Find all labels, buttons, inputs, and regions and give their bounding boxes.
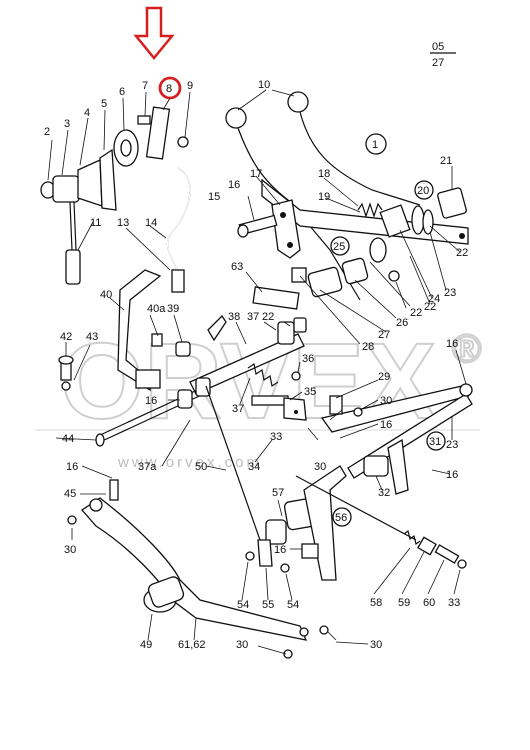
- part-label-39: 39: [167, 303, 179, 315]
- pedal-bracket: 40 40a 39 42 43: [58, 269, 191, 392]
- part-label-6: 6: [119, 86, 125, 98]
- callout-label-56: 56: [335, 512, 347, 524]
- part-label-11: 11: [90, 217, 101, 229]
- part-label-16-b: 16: [145, 395, 157, 407]
- part-label-7: 7: [142, 80, 148, 92]
- part-label-27: 27: [378, 329, 390, 341]
- part-label-30-b: 30: [314, 461, 326, 473]
- part-label-45: 45: [64, 488, 76, 500]
- part-label-29: 29: [378, 371, 390, 383]
- callout-1: [365, 133, 387, 155]
- part-label-16-f: 16: [66, 461, 78, 473]
- push-rod: 37a 50 34: [138, 385, 273, 541]
- part-label-22-a: 22: [456, 247, 468, 259]
- watermark-registered: ®: [452, 327, 481, 371]
- part-label-23-a: 23: [444, 287, 456, 299]
- part-label-50: 50: [195, 461, 207, 473]
- part-label-22-d: 22: [424, 301, 436, 313]
- part-label-58: 58: [370, 597, 382, 609]
- lower-pedal: 16 45 30 49 61,62 30 30: [64, 461, 382, 659]
- part-label-28: 28: [362, 341, 374, 353]
- part-label-21: 21: [440, 155, 452, 167]
- callout-label-20: 20: [417, 185, 429, 197]
- part-label-5: 5: [101, 98, 107, 110]
- part-label-30-c: 30: [64, 544, 76, 556]
- callout-label-25: 25: [333, 241, 345, 253]
- part-label-37a: 37a: [138, 461, 157, 473]
- part-label-57: 57: [272, 487, 284, 499]
- part-label-40: 40: [100, 289, 112, 301]
- upper-right-assembly: 20 25 16 15 17 18 19 21 22 23 24 22: [208, 155, 469, 353]
- part-label-63: 63: [231, 261, 243, 273]
- part-label-32: 32: [378, 487, 390, 499]
- part-label-13: 13: [117, 217, 129, 229]
- part-label-54-b: 54: [287, 599, 299, 611]
- page-ref-top: 05: [432, 41, 444, 53]
- part-label-19: 19: [318, 191, 330, 203]
- part-label-30-d: 30: [236, 639, 248, 651]
- part-label-10: 10: [258, 79, 270, 91]
- cross-shaft-assembly: 31 29 30 16 16 23 16 32 30 33: [270, 338, 473, 499]
- highlight-arrow-icon: [133, 6, 175, 60]
- part-label-36: 36: [302, 353, 314, 365]
- part-label-4: 4: [84, 107, 90, 119]
- part-label-40a: 40a: [147, 303, 166, 315]
- callout-31: [426, 431, 446, 451]
- callout-25: [330, 236, 350, 256]
- part-label-54-a: 54: [237, 599, 249, 611]
- page-reference: 05 27: [430, 41, 456, 69]
- part-label-16-g: 16: [274, 544, 286, 556]
- part-label-18: 18: [318, 168, 330, 180]
- part-label-16-a: 16: [228, 179, 240, 191]
- part-label-2: 2: [44, 126, 50, 138]
- shaft-44: 44 16: [55, 377, 211, 447]
- part-label-16-c: 16: [380, 419, 392, 431]
- part-label-8: 8: [166, 83, 172, 95]
- callout-label-1: 1: [372, 139, 378, 151]
- part-label-55: 55: [262, 599, 274, 611]
- cable: 13 14: [117, 167, 191, 293]
- watermark-url: www.orvex.com: [117, 454, 262, 471]
- part-label-23-b: 23: [446, 439, 458, 451]
- part-label-30-a: 30: [380, 395, 392, 407]
- part-label-16-d: 16: [446, 338, 458, 350]
- shifter-assembly: 2 3 4 5 6 7 8 9 11: [40, 80, 193, 285]
- part-label-38: 38: [228, 311, 240, 323]
- part-label-37-b: 37: [232, 403, 244, 415]
- page-ref-bottom: 27: [432, 57, 444, 69]
- callout-label-31: 31: [429, 436, 441, 448]
- callout-20: [414, 180, 434, 200]
- part-label-33-b: 33: [448, 597, 460, 609]
- center-lever-assembly: 63 38 37 22 37 36 35: [189, 261, 316, 421]
- part-label-60: 60: [423, 597, 435, 609]
- part-label-35: 35: [304, 386, 316, 398]
- part-label-26: 26: [396, 317, 408, 329]
- part-label-30-e: 30: [370, 639, 382, 651]
- part-label-22-b: 22: [410, 307, 422, 319]
- part-label-59: 59: [398, 597, 410, 609]
- part-label-61-62: 61,62: [178, 639, 206, 651]
- part-label-34: 34: [248, 461, 260, 473]
- part-label-15: 15: [208, 191, 220, 203]
- bottom-right-rod: 58 59 60 33: [295, 475, 467, 609]
- callout-56: [332, 507, 352, 527]
- part-label-16-e: 16: [446, 469, 458, 481]
- bottom-center-assembly: 56 57 16 54 55 54: [237, 465, 352, 611]
- part-label-22-c: 22: [262, 311, 274, 323]
- part-label-9: 9: [187, 80, 193, 92]
- part-label-33-a: 33: [270, 431, 282, 443]
- part-label-17: 17: [250, 168, 262, 180]
- part-label-49: 49: [140, 639, 152, 651]
- gear-levers: 10 1: [225, 79, 421, 301]
- part-label-14: 14: [145, 217, 157, 229]
- part-label-24: 24: [428, 293, 440, 305]
- part-label-37-a: 37: [247, 311, 259, 323]
- part-label-42: 42: [60, 331, 72, 343]
- part-label-44: 44: [62, 433, 74, 445]
- part-label-43: 43: [86, 331, 98, 343]
- misc-labels: 22: [409, 255, 436, 313]
- part-label-3: 3: [64, 118, 70, 130]
